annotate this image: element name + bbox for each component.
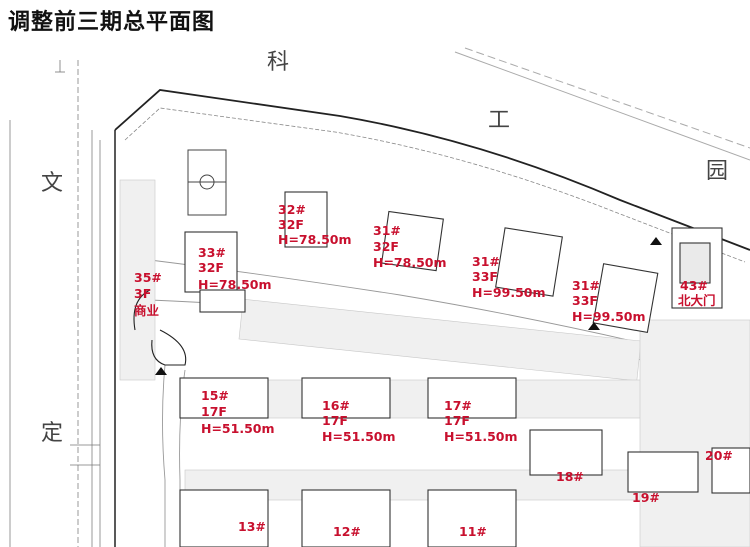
building-id: 15# — [201, 388, 229, 403]
building-height: H=78.50m — [278, 232, 352, 247]
dimension-marks — [55, 60, 100, 466]
building-floors: 33F — [572, 293, 598, 308]
building-id: 17# — [444, 398, 472, 413]
building-label-43: 43# 北大门 — [678, 278, 716, 308]
site-boundary — [114, 89, 750, 251]
building-label-17: 17# 17F H=51.50m — [444, 398, 518, 444]
building-label-12: 12# — [333, 524, 361, 539]
building-label-18: 18# — [556, 469, 584, 484]
page-title: 调整前三期总平面图 — [8, 10, 216, 35]
building-floors: 17F — [201, 404, 227, 419]
building-id: 19# — [632, 490, 660, 505]
building-id: 35# — [134, 270, 162, 285]
street-char-ke: 科 — [267, 50, 289, 75]
building-floors: 17F — [444, 413, 470, 428]
building-label-31-a: 31# 32F H=78.50m — [373, 223, 447, 270]
building-id: 11# — [459, 524, 487, 539]
building-id: 18# — [556, 469, 584, 484]
landscape-areas — [119, 179, 750, 547]
top-road-lines — [454, 47, 750, 161]
building-label-15: 15# 17F H=51.50m — [201, 388, 275, 436]
street-char-wen: 文 — [41, 171, 63, 196]
building-floors: 32F — [278, 217, 304, 232]
building-id: 31# — [373, 223, 401, 238]
street-char-yuan: 园 — [706, 159, 728, 184]
building-floors: 33F — [472, 269, 498, 284]
building-label-32: 32# 32F H=78.50m — [278, 202, 352, 247]
building-height: H=51.50m — [444, 429, 518, 444]
building-id: 12# — [333, 524, 361, 539]
building-height: H=51.50m — [201, 421, 275, 436]
entrance-markers — [155, 237, 662, 375]
building-height: H=51.50m — [322, 429, 396, 444]
building-label-11: 11# — [459, 524, 487, 539]
building-label-33: 33# 32F H=78.50m — [198, 245, 272, 292]
street-char-gong: 工 — [488, 108, 510, 133]
building-label-20: 20# — [705, 448, 733, 463]
building-id: 20# — [705, 448, 733, 463]
building-height: H=99.50m — [572, 309, 646, 324]
building-label-13: 13# — [238, 519, 266, 534]
building-floors: 17F — [322, 413, 348, 428]
building-id: 43# — [680, 278, 708, 293]
building-height: H=78.50m — [373, 255, 447, 270]
building-height: H=99.50m — [472, 285, 546, 300]
building-label-31-b: 31# 33F H=99.50m — [472, 254, 546, 300]
building-id: 31# — [572, 278, 600, 293]
street-char-ding: 定 — [41, 421, 63, 446]
building-floors: 32F — [198, 260, 224, 275]
basketball-court — [187, 149, 227, 216]
building-height: 商业 — [134, 303, 160, 318]
building-id: 32# — [278, 202, 306, 217]
building-id: 31# — [472, 254, 500, 269]
building-id: 13# — [238, 519, 266, 534]
building-floors: 北大门 — [678, 293, 716, 308]
building-id: 16# — [322, 398, 350, 413]
building-id: 33# — [198, 245, 226, 260]
inner-boundary — [124, 107, 746, 263]
curved-walkway — [133, 289, 187, 366]
building-label-16: 16# 17F H=51.50m — [322, 398, 396, 444]
building-height: H=78.50m — [198, 277, 272, 292]
building-label-19: 19# — [632, 490, 660, 505]
building-footprints — [179, 191, 750, 547]
building-label-35: 35# 3F 商业 — [134, 270, 162, 318]
building-floors: 32F — [373, 239, 399, 254]
building-floors: 3F — [134, 286, 151, 301]
building-label-31-c: 31# 33F H=99.50m — [572, 278, 646, 324]
left-road-lines — [9, 60, 101, 547]
